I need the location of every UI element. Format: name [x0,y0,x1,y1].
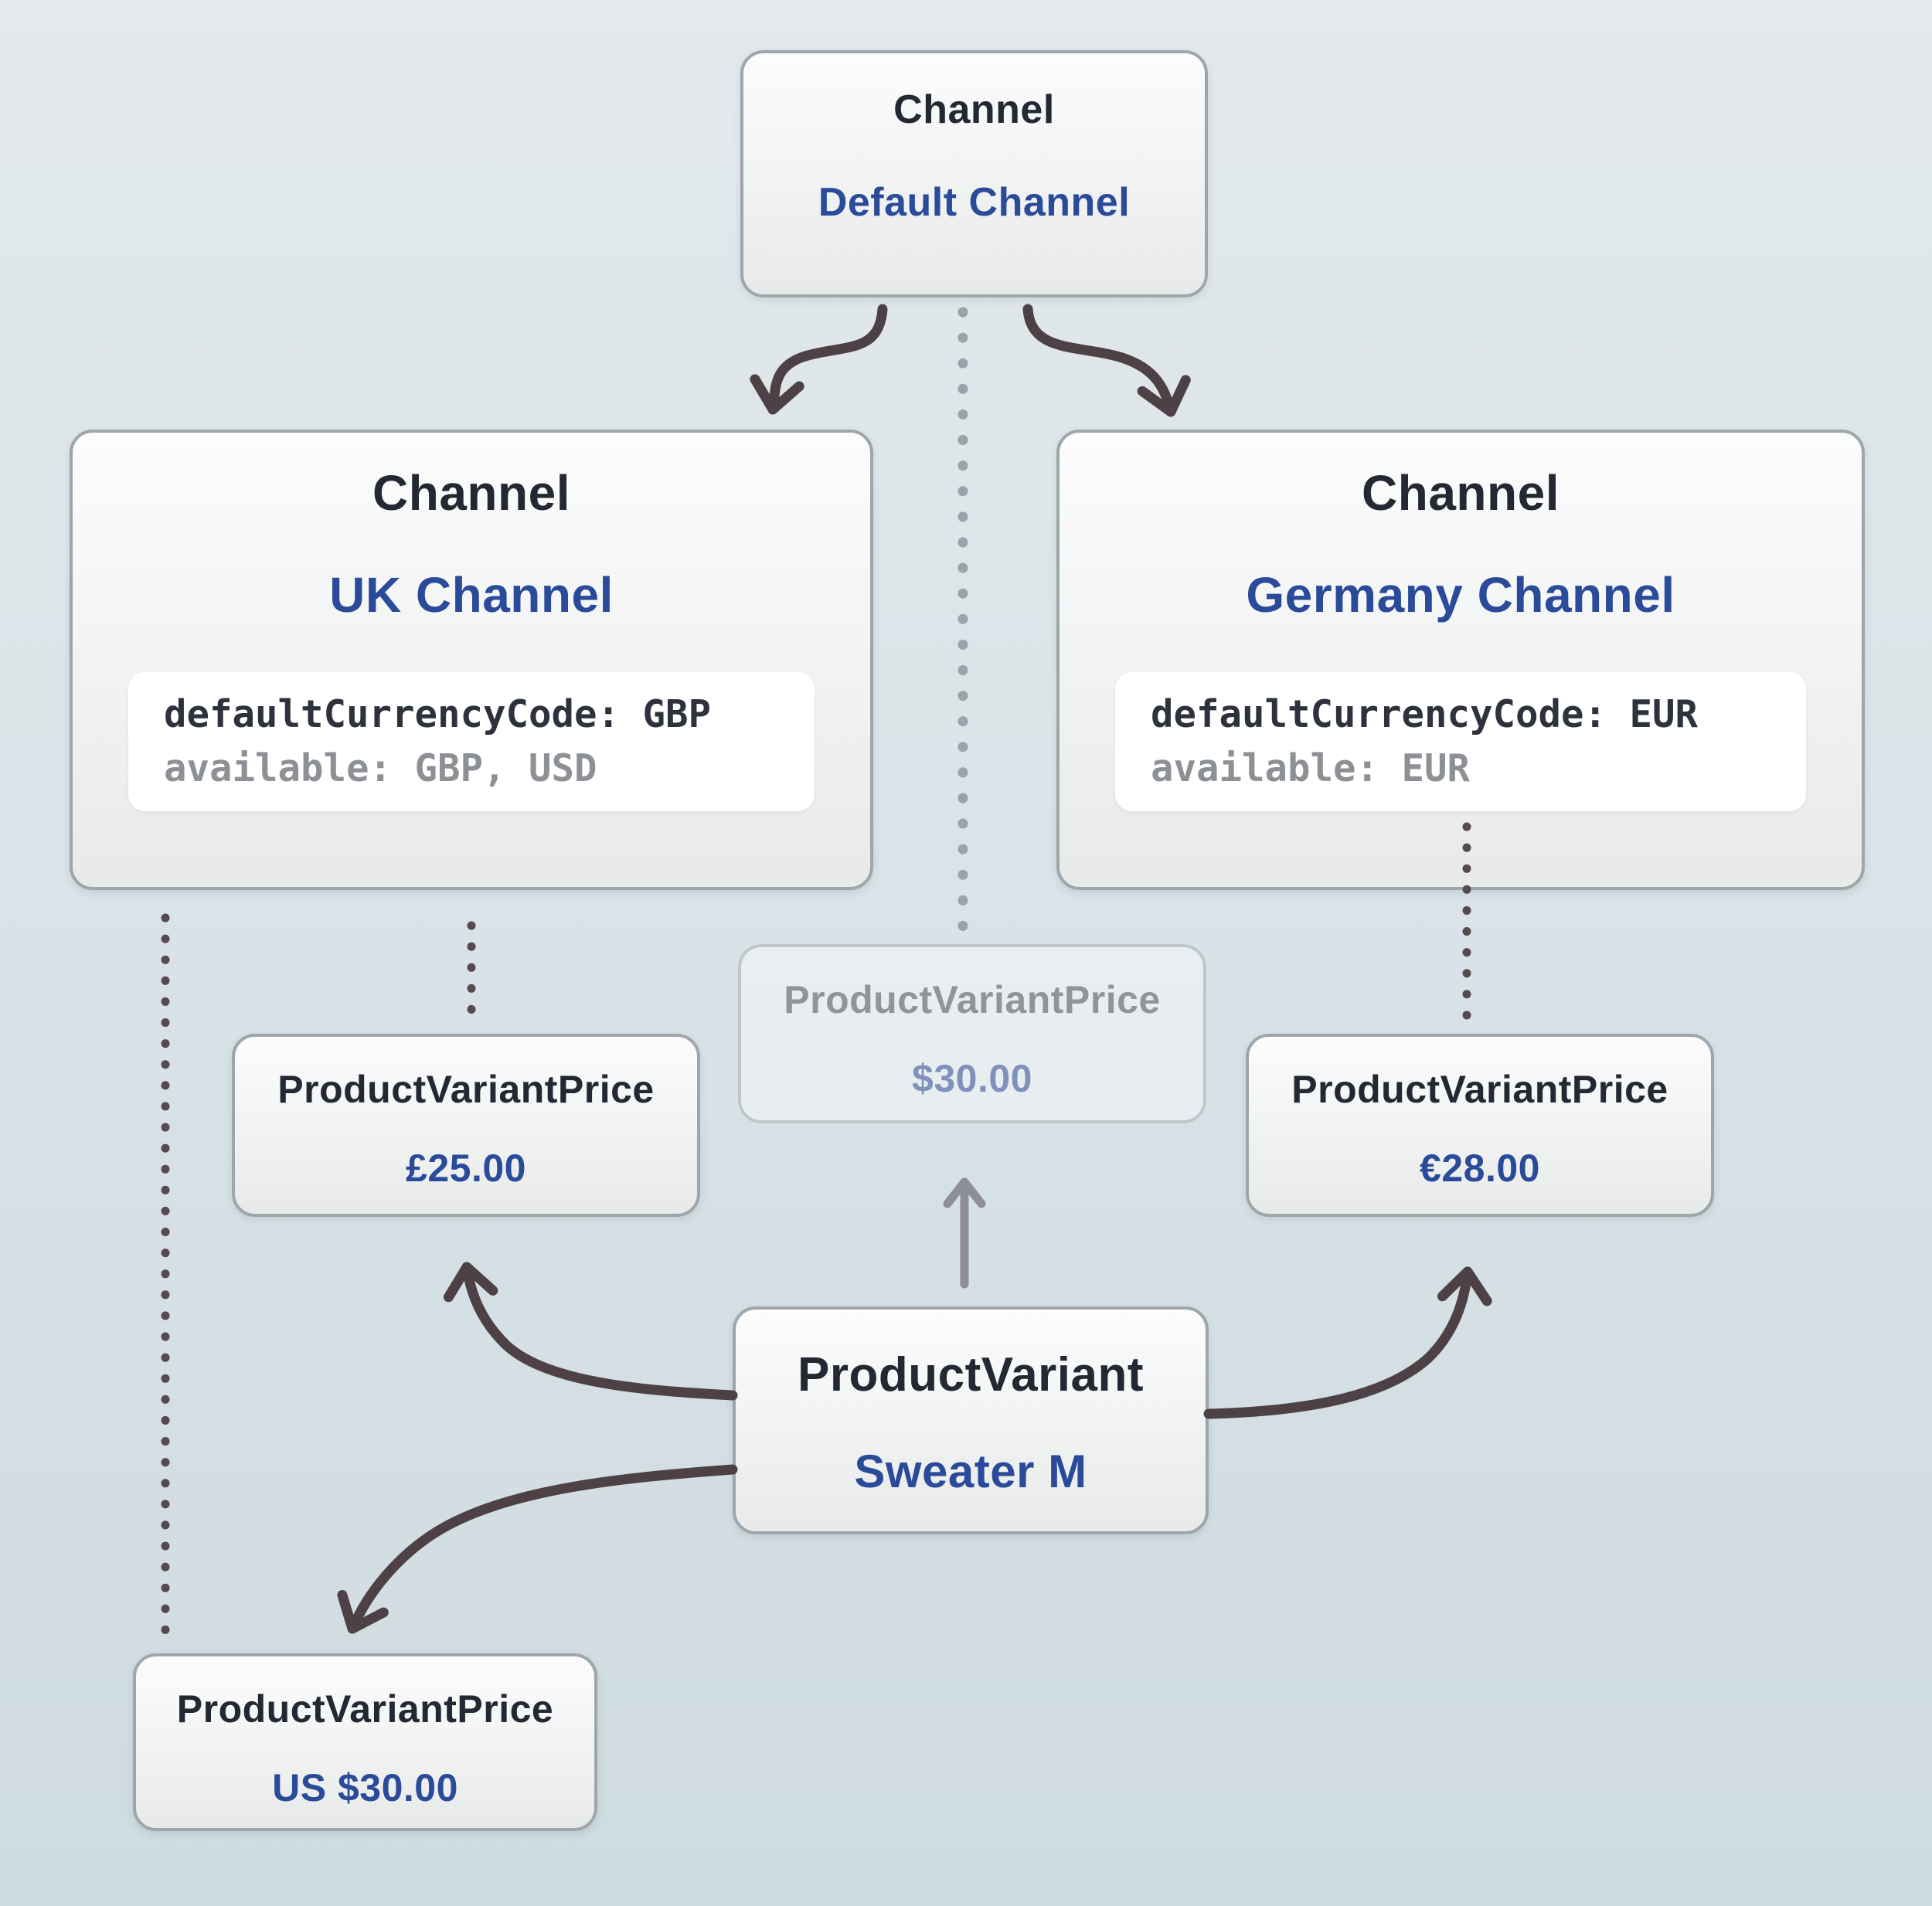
channel-node-uk: Channel UK Channel defaultCurrencyCode: … [70,430,873,890]
code-snippet-germany: defaultCurrencyCode: EUR available: EUR [1115,672,1806,811]
code-line-available-currencies: available: GBP, USD [164,746,597,790]
price-value: $30.00 [912,1057,1032,1100]
price-value: £25.00 [406,1147,526,1190]
code-line-default-currency: defaultCurrencyCode: GBP [164,692,712,736]
price-node-default: ProductVariantPrice $30.00 [738,944,1206,1123]
node-type-label: ProductVariantPrice [277,1068,655,1111]
price-node-us: ProductVariantPrice US $30.00 [133,1653,597,1831]
node-name: Default Channel [818,180,1131,225]
node-name: UK Channel [329,567,614,623]
price-value: €28.00 [1420,1147,1540,1190]
code-line-default-currency: defaultCurrencyCode: EUR [1151,692,1699,736]
arrow-default-channel-to-germany-channel [1022,304,1191,417]
arrow-default-channel-to-uk-channel [750,304,888,415]
price-node-uk: ProductVariantPrice £25.00 [232,1034,700,1217]
node-type-label: Channel [372,465,570,521]
code-line-available-currencies: available: EUR [1151,746,1471,790]
node-type-label: Channel [1362,465,1560,521]
node-type-label: ProductVariantPrice [784,978,1161,1021]
product-variant-node: ProductVariant Sweater M [733,1306,1209,1534]
price-node-germany: ProductVariantPrice €28.00 [1246,1034,1714,1217]
arrow-product-variant-to-germany-price [1203,1266,1492,1419]
arrow-product-variant-to-uk-price [443,1262,738,1401]
arrow-product-variant-to-us-price [337,1464,738,1634]
node-type-label: Channel [893,87,1055,132]
code-snippet-uk: defaultCurrencyCode: GBP available: GBP,… [128,672,815,811]
channel-node-default: Channel Default Channel [740,50,1208,297]
channel-node-germany: Channel Germany Channel defaultCurrencyC… [1056,430,1865,890]
price-value: US $30.00 [272,1766,458,1809]
node-type-label: ProductVariantPrice [176,1687,554,1731]
node-type-label: ProductVariant [798,1348,1144,1401]
node-name: Sweater M [854,1446,1087,1497]
node-type-label: ProductVariantPrice [1291,1068,1668,1111]
node-name: Germany Channel [1246,567,1675,623]
